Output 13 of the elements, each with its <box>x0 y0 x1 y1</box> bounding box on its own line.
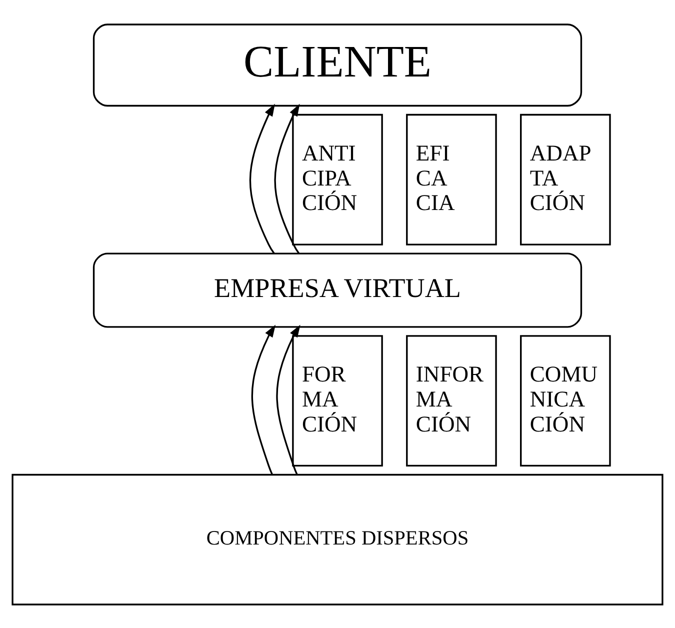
node-box: ADAP TA CIÓN <box>520 113 611 245</box>
node-box: EMPRESA VIRTUAL <box>92 252 582 328</box>
arrow <box>249 103 275 254</box>
node-box: CLIENTE <box>92 23 582 106</box>
node-box: COMU NICA CIÓN <box>520 334 611 466</box>
node-box: ANTI CIPA CIÓN <box>292 113 383 245</box>
arrow <box>274 103 300 254</box>
node-box: EFI CA CIA <box>406 113 497 245</box>
node-box: COMPONENTES DISPERSOS <box>12 473 664 605</box>
node-box: INFOR MA CIÓN <box>406 334 497 466</box>
node-box: FOR MA CIÓN <box>292 334 383 466</box>
arrow <box>251 324 276 475</box>
arrow <box>276 324 300 475</box>
